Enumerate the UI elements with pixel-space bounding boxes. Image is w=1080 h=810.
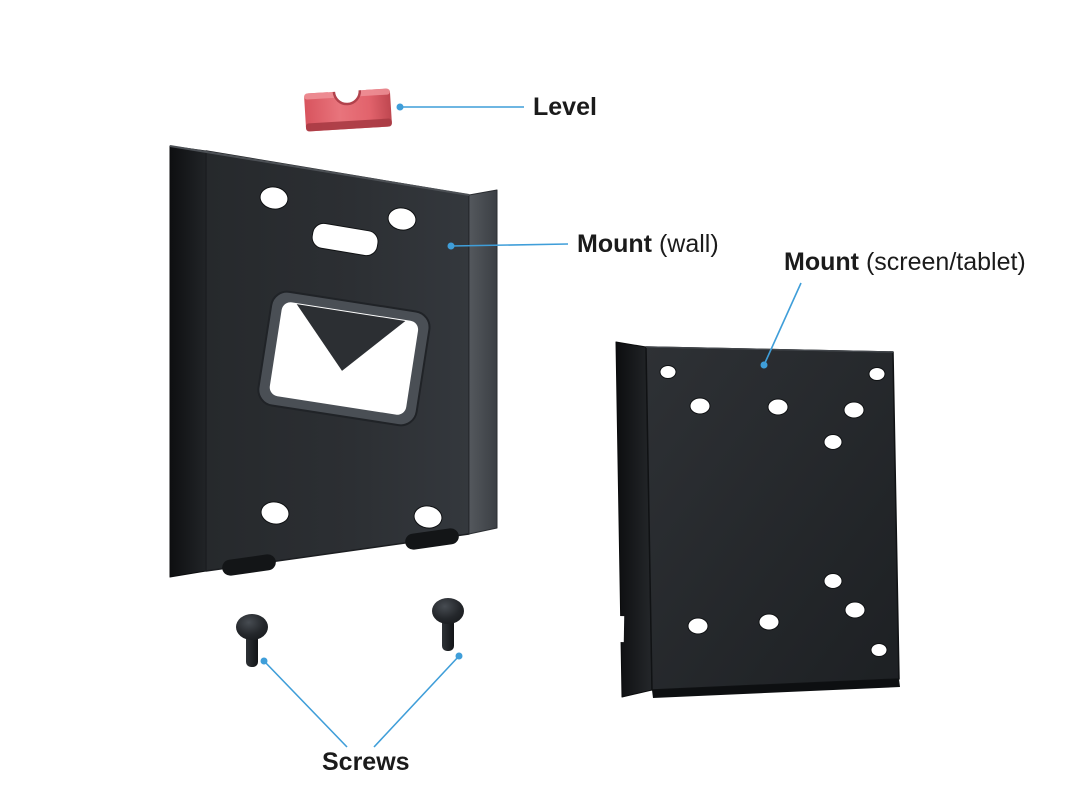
mounting-slot: [311, 222, 379, 257]
mounting-hole: [387, 207, 417, 231]
wall-plate-foot-right: [405, 528, 459, 550]
vesa-hole: [823, 573, 843, 589]
label-level: Level: [533, 93, 597, 122]
leader-line-mount-wall: [450, 243, 569, 247]
mounting-hole: [259, 186, 289, 210]
screen-plate-top-edge: [645, 346, 894, 353]
label-mount-screen-title: Mount: [784, 248, 859, 276]
label-mount-screen: Mount(screen/tablet): [784, 248, 1026, 277]
level-bottom-shade: [305, 118, 392, 132]
leader-dot-level: [396, 103, 404, 111]
leader-lines: [260, 103, 802, 748]
label-mount-wall-title: Mount: [577, 230, 652, 258]
vesa-hole: [843, 401, 865, 419]
vesa-hole: [823, 434, 843, 450]
leader-dot-screw-left: [260, 657, 268, 665]
leader-dot-mount-wall: [447, 242, 455, 250]
label-screws-title: Screws: [322, 748, 410, 776]
label-screws: Screws: [322, 748, 410, 777]
label-mount-screen-suffix: (screen/tablet): [865, 248, 1026, 276]
leader-dot-mount-screen: [760, 361, 768, 369]
screen-plate-notch: [611, 615, 625, 643]
level-part: [304, 68, 392, 132]
cutout-arrow-down: [296, 304, 406, 371]
leader-line-mount-screen: [763, 282, 802, 366]
label-level-title: Level: [533, 93, 597, 121]
vesa-hole: [689, 397, 711, 415]
vesa-hole: [659, 365, 677, 379]
label-mount-wall-suffix: (wall): [658, 230, 719, 258]
wall-plate-right-fold: [468, 189, 498, 535]
wall-plate-left-fold: [169, 145, 207, 578]
wall-plate-center-cutout: [257, 290, 431, 427]
screw-head: [236, 614, 268, 640]
screw-left-part: [236, 614, 268, 667]
screen-plate-bottom-fold: [652, 679, 900, 698]
leader-line-screw-left: [263, 660, 348, 748]
wall-plate-foot-left: [222, 554, 276, 576]
leader-dot-screw-right: [455, 652, 463, 660]
mounting-hole: [260, 501, 290, 525]
vesa-hole: [767, 398, 789, 416]
screen-plate-face: [645, 346, 900, 691]
screw-head: [432, 598, 464, 624]
label-mount-wall: Mount(wall): [577, 230, 719, 259]
leader-line-screw-right: [373, 655, 460, 748]
wall-mount-part: [169, 145, 498, 578]
vesa-hole: [868, 367, 886, 381]
mounting-hole: [413, 505, 443, 529]
wall-plate-top-edge: [169, 145, 470, 196]
vesa-hole: [870, 643, 888, 657]
vesa-hole: [687, 617, 709, 635]
vesa-hole: [758, 613, 780, 631]
screen-mount-part: [611, 341, 900, 698]
vesa-hole: [844, 601, 866, 619]
level-notch-mask: [326, 68, 366, 93]
screw-right-part: [432, 598, 464, 651]
